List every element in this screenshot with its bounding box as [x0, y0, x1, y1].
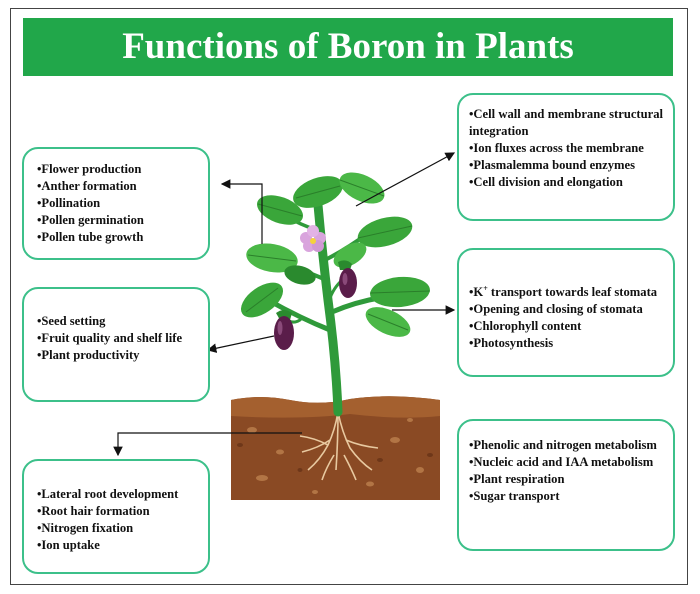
metabolism-functions-box: •Phenolic and nitrogen metabolism •Nucle…: [457, 419, 675, 551]
soil-icon: [231, 396, 440, 500]
list-item: •Root hair formation: [37, 504, 150, 518]
list-item: •Cell division and elongation: [469, 175, 623, 189]
leaf-functions-box: •K+ transport towards leaf stomata •Open…: [457, 248, 675, 377]
eggplant-icon: [338, 260, 357, 298]
fruit-functions-box: •Seed setting •Fruit quality and shelf l…: [22, 287, 210, 402]
leaves-icon: [240, 172, 431, 337]
list-item: •Ion uptake: [37, 538, 100, 552]
list-item: •Plant productivity: [37, 348, 140, 362]
list-item: •Anther formation: [37, 179, 137, 193]
list-item: •Pollination: [37, 196, 101, 210]
superscript: +: [483, 283, 488, 293]
list-item: •Flower production: [37, 162, 142, 176]
list-item: •Fruit quality and shelf life: [37, 331, 183, 345]
list-item: •Pollen germination: [37, 213, 144, 227]
list-item: •Pollen tube growth: [37, 230, 144, 244]
list-item: •Ion fluxes across the membrane: [469, 141, 644, 155]
list-item-prefix: •K: [469, 285, 484, 299]
root-functions-box: •Lateral root development •Root hair for…: [22, 459, 210, 574]
list-item: •Lateral root development: [37, 487, 179, 501]
flower-icon: [300, 225, 326, 252]
list-item: •K+ transport towards leaf stomata: [469, 284, 663, 301]
list-item: •Plasmalemma bound enzymes: [469, 158, 636, 172]
list-item: •Phenolic and nitrogen metabolism: [469, 438, 657, 452]
list-item: •Opening and closing of stomata: [469, 302, 643, 316]
list-item: •Cell wall and membrane structural integ…: [469, 107, 663, 138]
list-item: •Plant respiration: [469, 472, 565, 486]
cell-functions-box: •Cell wall and membrane structural integ…: [457, 93, 675, 221]
list-item: •Photosynthesis: [469, 336, 554, 350]
list-item: •Seed setting: [37, 314, 106, 328]
list-item: •Sugar transport: [469, 489, 560, 503]
list-item: •Nucleic acid and IAA metabolism: [469, 455, 654, 469]
list-item-text: transport towards leaf stomata: [487, 285, 658, 299]
roots-icon: [299, 411, 379, 481]
flower-functions-box: •Flower production •Anther formation •Po…: [22, 147, 210, 260]
list-item: •Nitrogen fixation: [37, 521, 134, 535]
title-banner: Functions of Boron in Plants: [23, 18, 673, 76]
list-item: •Chlorophyll content: [469, 319, 582, 333]
page-title: Functions of Boron in Plants: [122, 26, 574, 67]
eggplant-icon: [274, 310, 294, 350]
arrow-icon: [113, 152, 456, 457]
